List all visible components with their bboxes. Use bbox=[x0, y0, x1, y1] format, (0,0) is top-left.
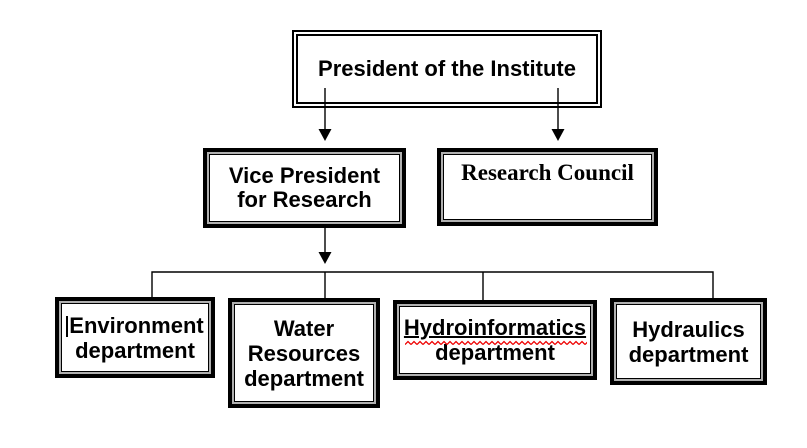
spellcheck-squiggle bbox=[404, 340, 588, 346]
water-resources-label-line2: Resources bbox=[247, 340, 361, 366]
hydraulics-label-line2: department bbox=[628, 341, 749, 367]
edge-president-to-vp-arrowhead bbox=[318, 129, 332, 141]
hydroinformatics-label-line1: Hydroinformatics bbox=[403, 315, 588, 346]
environment-label-line1: Environment bbox=[66, 312, 204, 338]
node-hydroinformatics-department[interactable]: Hydroinformatics department bbox=[393, 300, 597, 380]
node-hydraulics-department[interactable]: Hydraulics department bbox=[610, 298, 767, 385]
node-water-resources-department[interactable]: Water Resources department bbox=[228, 298, 380, 408]
president-label: President of the Institute bbox=[318, 56, 576, 81]
node-research-council-inner: Research Council bbox=[443, 154, 652, 220]
node-water-resources-inner: Water Resources department bbox=[234, 304, 374, 402]
node-environment-department[interactable]: Environment department bbox=[55, 297, 215, 378]
node-environment-inner: Environment department bbox=[61, 303, 209, 372]
edge-vp-to-bus-arrowhead bbox=[318, 252, 332, 264]
hydraulics-label-line1: Hydraulics bbox=[632, 316, 745, 342]
environment-label-line2: department bbox=[75, 337, 195, 363]
water-resources-label-line3: department bbox=[244, 365, 364, 391]
hydroinformatics-word: Hydroinformatics bbox=[403, 315, 587, 340]
vice-president-label-line2: for Research bbox=[237, 187, 372, 212]
edge-president-to-rc-arrowhead bbox=[551, 129, 565, 141]
node-vice-president[interactable]: Vice President for Research bbox=[203, 148, 406, 228]
node-hydroinformatics-inner: Hydroinformatics department bbox=[399, 306, 591, 374]
departments-bus-line bbox=[151, 271, 714, 299]
vice-president-label-line1: Vice President bbox=[228, 163, 381, 188]
node-president[interactable]: President of the Institute bbox=[292, 30, 602, 108]
hydroinformatics-word-wrap: Hydroinformatics bbox=[403, 315, 588, 346]
water-resources-label-line1: Water bbox=[273, 315, 335, 341]
environment-word: Environment bbox=[69, 312, 204, 338]
text-cursor bbox=[66, 315, 69, 337]
node-president-inner: President of the Institute bbox=[296, 34, 598, 104]
node-vice-president-inner: Vice President for Research bbox=[209, 154, 400, 222]
node-hydraulics-inner: Hydraulics department bbox=[616, 304, 761, 379]
research-council-label: Research Council bbox=[461, 160, 634, 185]
node-research-council[interactable]: Research Council bbox=[437, 148, 658, 226]
